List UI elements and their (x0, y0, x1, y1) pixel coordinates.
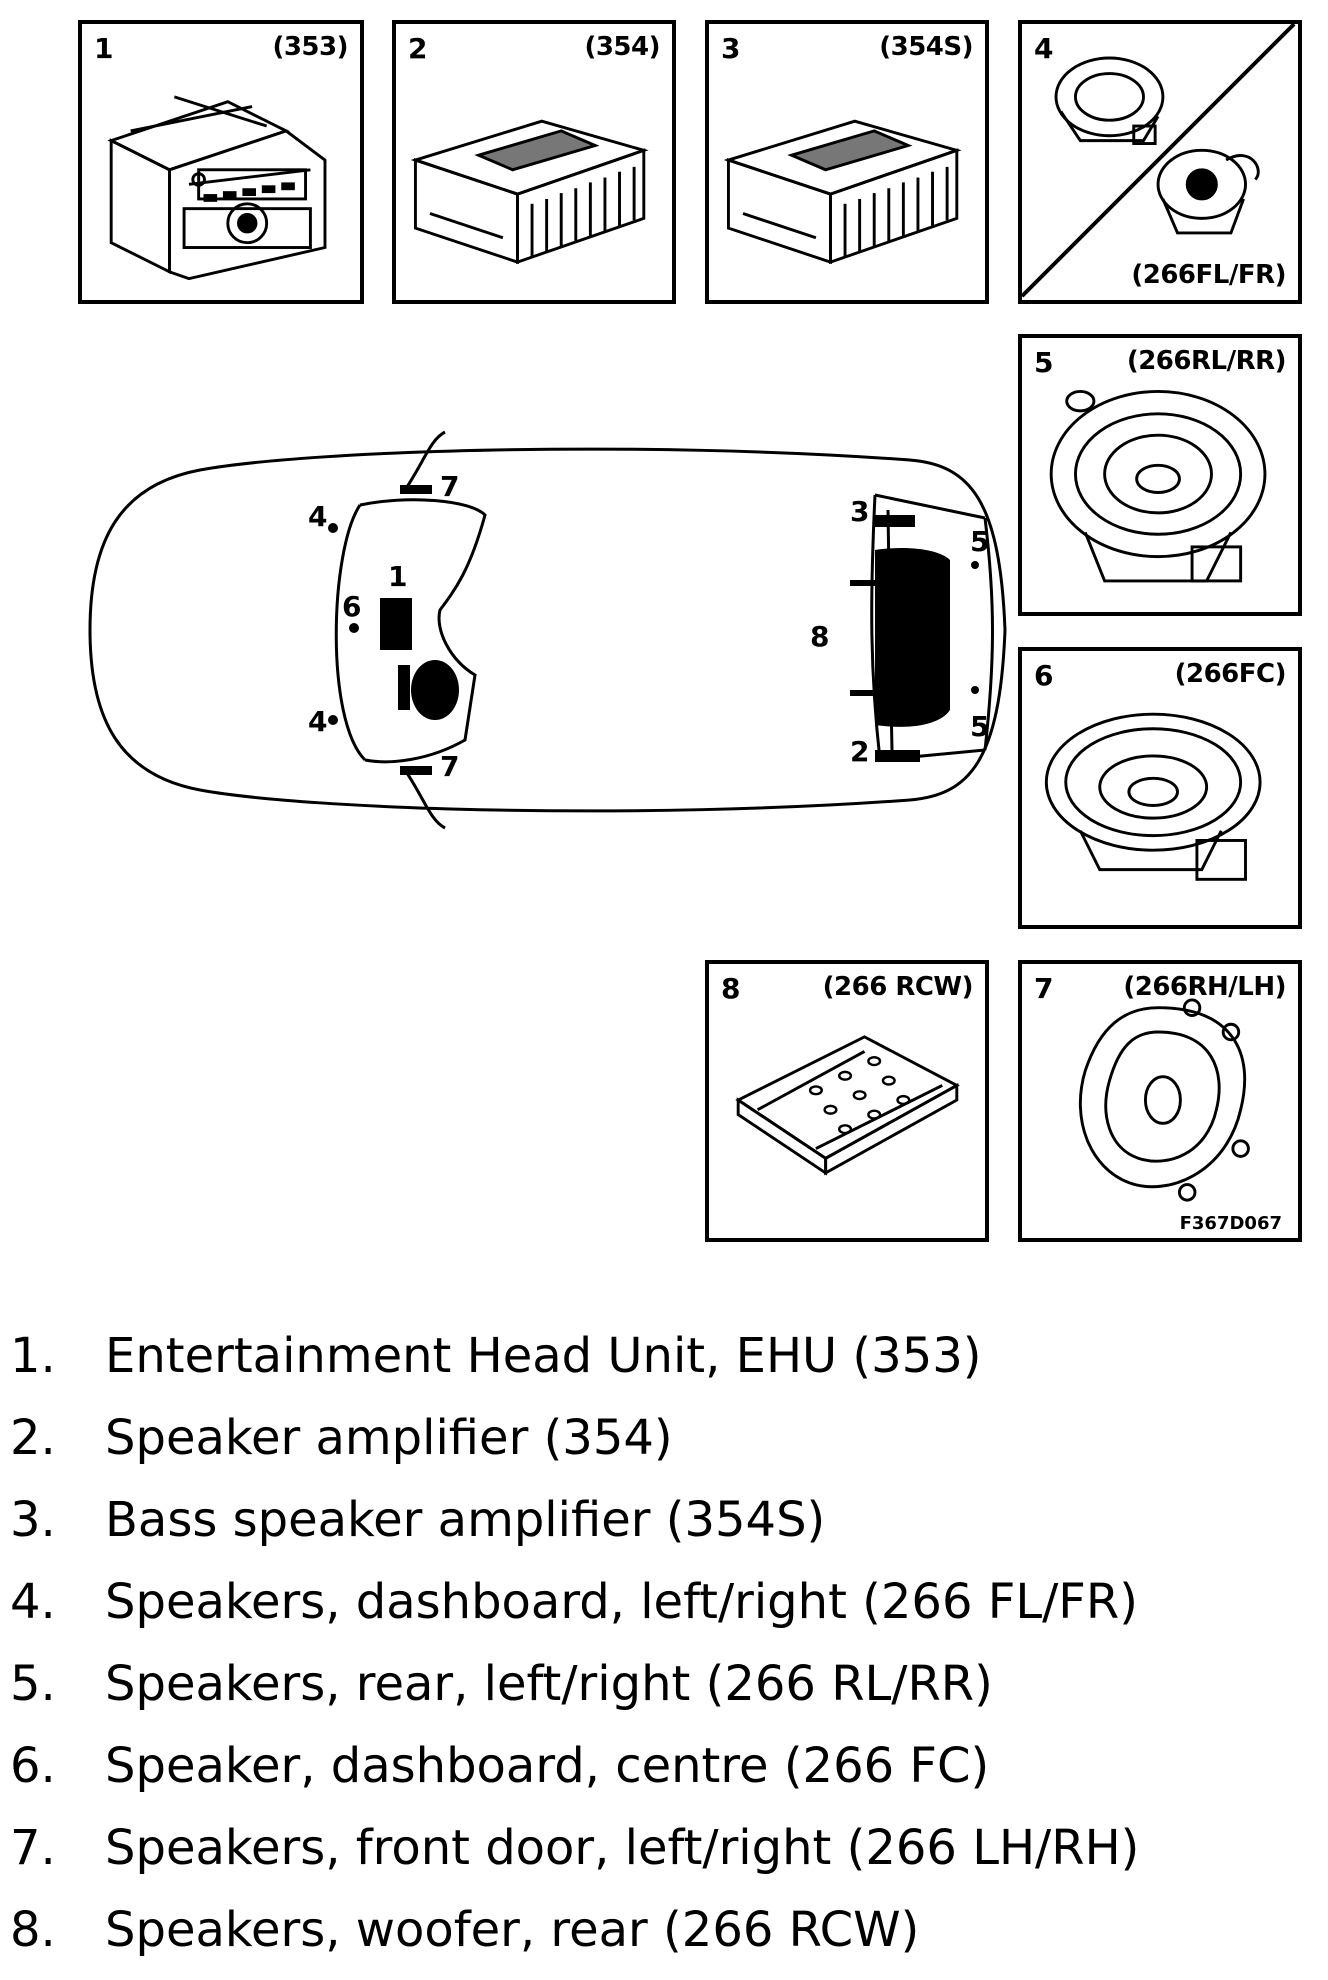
panel-code: (353) (272, 32, 348, 62)
panel-head-unit: 1 (353) (78, 20, 364, 304)
front-door-speaker-illustration (1078, 998, 1250, 1202)
car-label-dash-left-bottom: 4 (308, 705, 328, 738)
dash-speaker-marker (328, 715, 338, 725)
legend-item: 2. Speaker amplifier (354) (10, 1397, 1310, 1479)
car-label-head-unit: 1 (388, 560, 408, 593)
panel-code: (354) (584, 32, 660, 62)
panel-number: 6 (1034, 659, 1054, 692)
panel-code: (266FC) (1174, 659, 1287, 689)
car-label-rear-top: 5 (970, 525, 990, 558)
panel-code: (266 RCW) (822, 972, 974, 1002)
panel-number: 3 (721, 32, 741, 65)
panel-number: 1 (94, 32, 114, 65)
centre-speaker-illustration (1044, 712, 1262, 881)
dashboard-speakers-illustration (1022, 24, 1296, 298)
panel-number: 5 (1034, 346, 1054, 379)
legend-item: 8. Speakers, woofer, rear (266 RCW) (10, 1889, 1310, 1971)
car-top-view: 7 4 6 1 4 7 3 5 8 2 5 (80, 420, 1040, 840)
legend-text: Speaker amplifier (354) (105, 1410, 673, 1466)
panel-front-door-speakers: 7 (266RH/LH) F367D067 (1018, 960, 1302, 1242)
panel-dashboard-speakers: 4 (266FL/FR) (1018, 20, 1302, 304)
car-outline (88, 430, 1007, 830)
legend-item: 5. Speakers, rear, left/right (266 RL/RR) (10, 1643, 1310, 1725)
rear-speaker-marker (971, 561, 979, 569)
legend-text: Speakers, woofer, rear (266 RCW) (105, 1902, 920, 1958)
car-label-amp: 2 (850, 735, 870, 768)
dash-speaker-marker (328, 523, 338, 533)
figure-id: F367D067 (1179, 1213, 1282, 1234)
panel-centre-speaker: 6 (266FC) (1018, 647, 1302, 929)
legend-number: 1. (10, 1328, 56, 1384)
car-label-dash-left-top: 4 (308, 500, 328, 533)
panel-number: 2 (408, 32, 428, 65)
bass-amplifier-illustration (723, 119, 962, 265)
panel-bass-amplifier: 3 (354S) (705, 20, 989, 304)
car-label-door-top: 7 (440, 470, 460, 503)
amp-marker (875, 750, 920, 762)
panel-speaker-amplifier: 2 (354) (392, 20, 676, 304)
panel-number: 8 (721, 972, 741, 1005)
legend-item: 4. Speakers, dashboard, left/right (266 F… (10, 1561, 1310, 1643)
centre-speaker-marker (349, 623, 359, 633)
steering-wheel (411, 660, 459, 720)
legend-number: 8. (10, 1902, 56, 1958)
woofer-marker (875, 548, 950, 727)
car-label-woofer: 8 (810, 620, 830, 653)
legend-item: 1. Entertainment Head Unit, EHU (353) (10, 1315, 1310, 1397)
legend-list: 1. Entertainment Head Unit, EHU (353) 2. S… (10, 1315, 1310, 1971)
legend-number: 7. (10, 1820, 56, 1876)
legend-item: 7. Speakers, front door, left/right (266 … (10, 1807, 1310, 1889)
legend-item: 6. Speaker, dashboard, centre (266 FC) (10, 1725, 1310, 1807)
rear-speaker-illustration (1049, 389, 1267, 583)
panel-code: (266RL/RR) (1126, 346, 1287, 376)
door-speaker-marker (400, 766, 432, 775)
legend-number: 5. (10, 1656, 56, 1712)
legend-text: Entertainment Head Unit, EHU (353) (105, 1328, 982, 1384)
bass-amp-marker (875, 515, 915, 527)
legend-number: 2. (10, 1410, 56, 1466)
legend-text: Speakers, dashboard, left/right (266 FL/… (105, 1574, 1138, 1630)
head-unit-marker (380, 598, 412, 650)
legend-text: Speakers, front door, left/right (266 LH… (105, 1820, 1140, 1876)
panel-number: 4 (1034, 32, 1054, 65)
legend-number: 4. (10, 1574, 56, 1630)
car-label-center: 6 (342, 590, 362, 623)
door-speaker-marker (400, 485, 432, 494)
panel-number: 7 (1034, 972, 1054, 1005)
woofer-illustration (735, 1035, 960, 1176)
panel-code: (266RH/LH) (1123, 972, 1286, 1002)
rear-speaker-marker (971, 686, 979, 694)
car-label-rear-bottom: 5 (970, 710, 990, 743)
legend-number: 6. (10, 1738, 56, 1794)
legend-number: 3. (10, 1492, 56, 1548)
car-label-bass-amp: 3 (850, 495, 870, 528)
panel-rear-speakers: 5 (266RL/RR) (1018, 334, 1302, 616)
legend-text: Speaker, dashboard, centre (266 FC) (105, 1738, 990, 1794)
car-label-door-bottom: 7 (440, 750, 460, 783)
head-unit-illustration (107, 95, 327, 281)
panel-code: (354S) (879, 32, 973, 62)
panel-woofer: 8 (266 RCW) (705, 960, 989, 1242)
legend-item: 3. Bass speaker amplifier (354S) (10, 1479, 1310, 1561)
panel-code: (266FL/FR) (1131, 260, 1286, 290)
amplifier-illustration (410, 119, 649, 265)
legend-text: Bass speaker amplifier (354S) (105, 1492, 826, 1548)
legend-text: Speakers, rear, left/right (266 RL/RR) (105, 1656, 993, 1712)
